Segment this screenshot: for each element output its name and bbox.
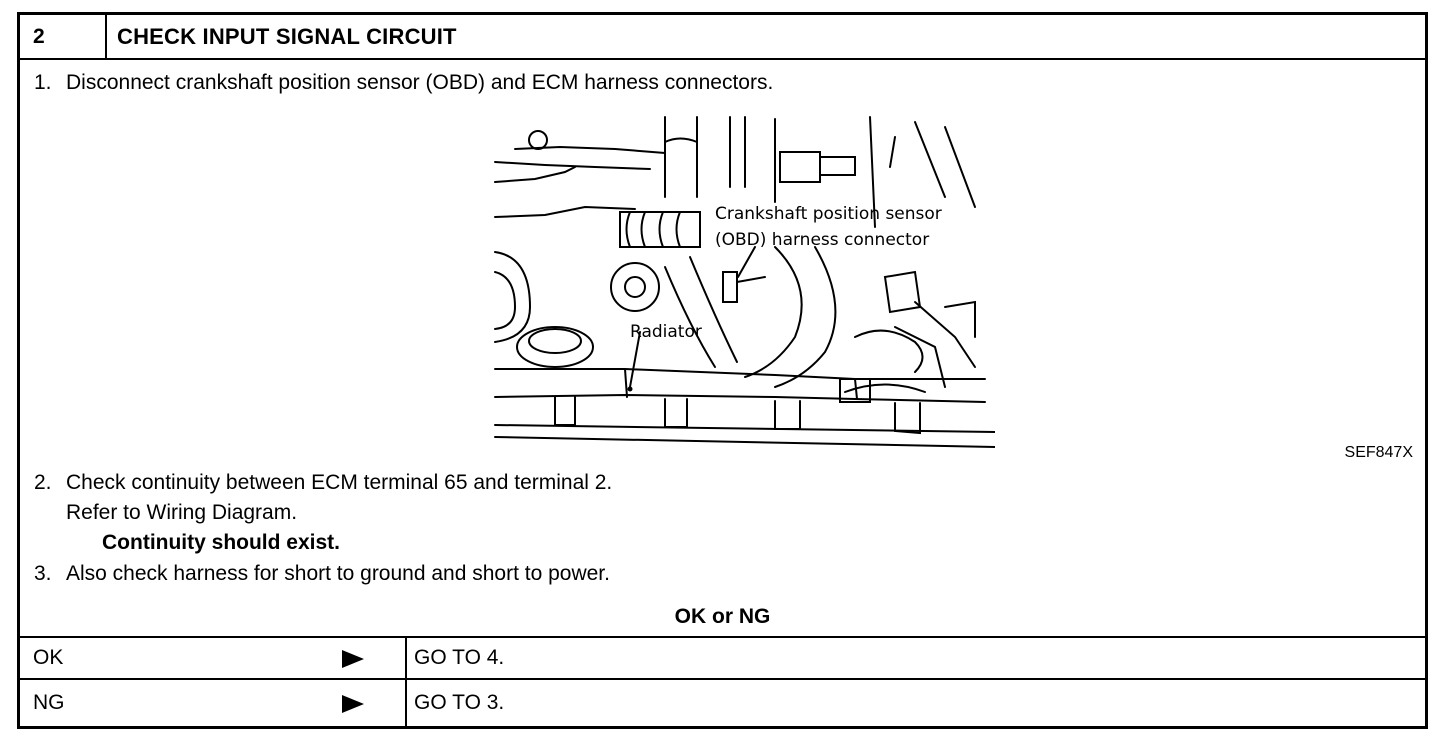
inspection-step-table: 2 CHECK INPUT SIGNAL CIRCUIT 1. Disconne… [17, 12, 1428, 729]
result-target-ng: GO TO 3. [414, 691, 505, 714]
result-label-ng: NG [33, 691, 65, 714]
callout-radiator: Radiator [630, 322, 702, 342]
figure-code: SEF847X [1344, 444, 1413, 461]
step-number: 2 [20, 15, 107, 58]
result-title: OK or NG [674, 605, 771, 628]
instruction-2-number: 2. [34, 471, 52, 494]
instruction-3-number: 3. [34, 562, 52, 585]
instruction-1-text: Disconnect crankshaft position sensor (O… [66, 71, 774, 94]
step-title: CHECK INPUT SIGNAL CIRCUIT [117, 24, 457, 49]
engine-bay-illustration: Crankshaft position sensor (OBD) harness… [475, 107, 996, 453]
instruction-1-number: 1. [34, 71, 52, 94]
result-row-ok: OK GO TO 4. [20, 636, 1425, 678]
instruction-3-text: Also check harness for short to ground a… [66, 562, 610, 585]
instruction-2-text: Check continuity between ECM terminal 65… [66, 471, 613, 494]
result-target-ok: GO TO 4. [414, 646, 505, 669]
engine-bay-drawing: Crankshaft position sensor (OBD) harness… [494, 116, 996, 448]
instruction-2-reference: Refer to Wiring Diagram. [66, 501, 298, 524]
play-arrow-icon [342, 695, 364, 713]
row-divider [405, 638, 407, 678]
row-divider [405, 680, 407, 729]
instruction-2-expected: Continuity should exist. [102, 531, 341, 554]
step-header: 2 CHECK INPUT SIGNAL CIRCUIT [20, 15, 1425, 60]
result-row-ng: NG GO TO 3. [20, 678, 1425, 729]
callout-sensor-line2: (OBD) harness connector [715, 230, 929, 250]
callout-sensor-line1: Crankshaft position sensor [715, 204, 942, 224]
play-arrow-icon [342, 650, 364, 668]
result-label-ok: OK [33, 646, 64, 669]
